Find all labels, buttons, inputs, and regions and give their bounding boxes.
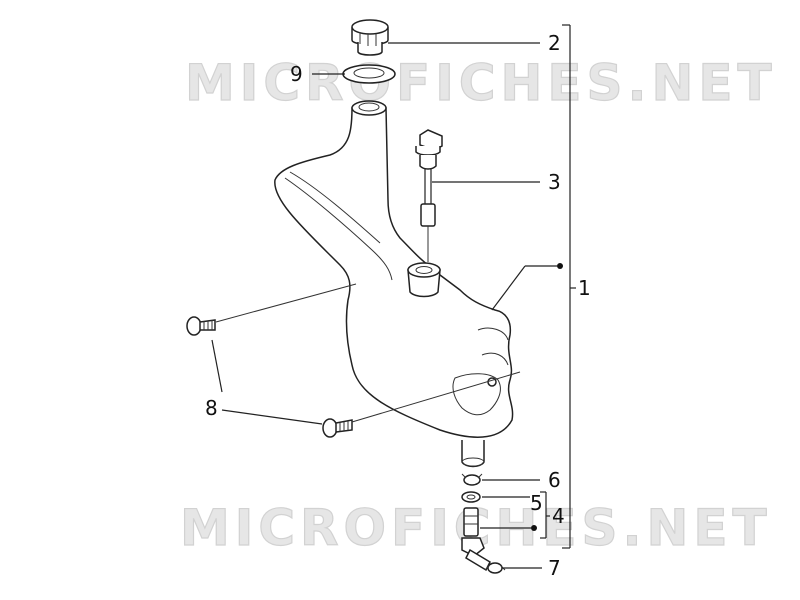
- oil-tank: [274, 100, 514, 468]
- screw-upper: [186, 316, 216, 336]
- leader-lines: [211, 24, 576, 569]
- callout-5: 5: [530, 491, 543, 515]
- washer-5: [461, 491, 481, 503]
- callout-3: 3: [548, 170, 561, 194]
- watermark-top: MICROFICHES.NET: [185, 54, 777, 112]
- dipstick: [415, 129, 443, 262]
- seal-ring: [342, 64, 396, 84]
- screw-lower: [322, 418, 353, 438]
- filler-cap: [351, 19, 389, 56]
- callout-6: 6: [548, 468, 561, 492]
- callout-7: 7: [548, 556, 561, 580]
- clamp-6: [461, 473, 483, 486]
- callout-dot-4: [531, 525, 537, 531]
- callout-9: 9: [290, 62, 303, 86]
- callout-dot-1: [557, 263, 563, 269]
- callout-numbers: 2 9 3 1 8 6 5 4 7: [205, 31, 591, 580]
- callout-1: 1: [578, 276, 591, 300]
- callout-4: 4: [552, 504, 565, 528]
- callout-8: 8: [205, 396, 218, 420]
- filter-4: [461, 507, 491, 572]
- callout-2: 2: [548, 31, 561, 55]
